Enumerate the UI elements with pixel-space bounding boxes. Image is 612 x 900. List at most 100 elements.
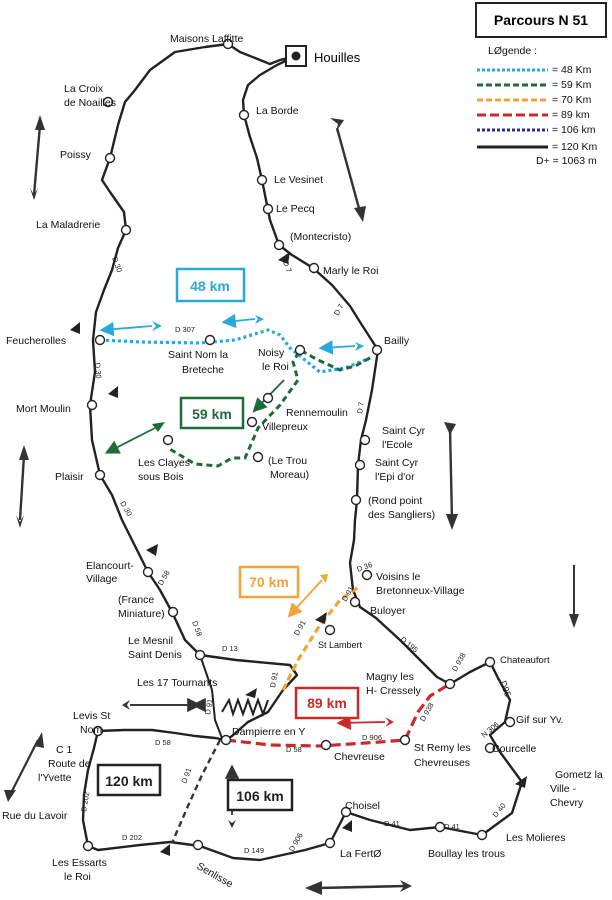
label-buloyer: Buloyer xyxy=(370,605,406,617)
label-mort-moulin: Mort Moulin xyxy=(16,403,71,415)
label-la-borde: La Borde xyxy=(256,105,299,117)
label-france-2: Miniature) xyxy=(118,608,165,620)
label-trou-2: Moreau) xyxy=(270,469,309,481)
road-label: D 41 xyxy=(444,822,460,831)
label-rennemoulin: Rennemoulin xyxy=(286,407,348,419)
road-label: D 58 xyxy=(156,569,172,587)
legend: LØgende : = 48 Km = 59 Km = 70 Km = 89 k… xyxy=(477,45,597,167)
d91-road xyxy=(199,654,227,741)
label-pecq: Le Pecq xyxy=(276,203,315,215)
label-st-cyr-epi-1: Saint Cyr xyxy=(375,457,419,469)
title-box xyxy=(475,2,607,38)
label-trou-1: (Le Trou xyxy=(268,455,307,467)
label-st-cyr-ecole-2: l'Ecole xyxy=(382,439,413,451)
label-vesinet: Le Vesinet xyxy=(274,174,323,186)
label-st-cyr-epi-2: l'Epi d'or xyxy=(375,471,415,483)
label-st-lambert: St Lambert xyxy=(318,640,363,650)
label-senlisse: Senlisse xyxy=(195,860,236,890)
label-essarts-2: le Roi xyxy=(64,871,91,883)
label-ferte: La FertØ xyxy=(340,848,381,860)
label-saint-nom-2: Breteche xyxy=(182,364,224,376)
label-lavoir: Rue du Lavoir xyxy=(2,810,68,822)
legend-elevation: D+ = 1063 m xyxy=(536,155,597,167)
label-magny-2: H- Cressely xyxy=(366,685,422,697)
label-maisons-laffitte: Maisons Laffitte xyxy=(170,33,244,45)
legend-106: = 106 km xyxy=(552,124,596,136)
legend-70: = 70 Km xyxy=(552,94,592,106)
road-label: D 7 xyxy=(281,260,293,274)
town-markers xyxy=(82,38,516,852)
label-noisy-2: le Roi xyxy=(262,361,289,373)
label-mesnil-1: Le Mesnil xyxy=(128,635,173,647)
route-48-line xyxy=(99,328,371,374)
box-59: 59 km xyxy=(192,406,232,422)
legend-89: = 89 km xyxy=(552,109,590,121)
label-gometz-3: Chevry xyxy=(550,797,584,809)
map-title: Parcours N 51 xyxy=(494,12,588,28)
route-59-line xyxy=(167,347,371,468)
label-voisins-2: Bretonneux-Village xyxy=(376,585,465,597)
legend-120: = 120 Km xyxy=(552,141,597,153)
box-48: 48 km xyxy=(190,278,230,294)
label-noisy-1: Noisy xyxy=(258,347,285,359)
label-boullay: Boullay les trous xyxy=(428,848,505,860)
big-arrows xyxy=(4,115,579,895)
label-elancourt-1: Elancourt- xyxy=(86,560,134,572)
label-st-cyr-ecole-1: Saint Cyr xyxy=(382,425,426,437)
label-molieres: Les Molieres xyxy=(506,832,566,844)
box-106: 106 km xyxy=(236,788,283,804)
label-c1-2: Route de xyxy=(48,758,91,770)
road-label: D 41 xyxy=(384,819,400,828)
road-label: D 91 xyxy=(268,671,280,688)
label-france-1: (France xyxy=(118,594,154,606)
label-courcelle: Courcelle xyxy=(492,743,537,755)
legend-48: = 48 Km xyxy=(552,64,592,76)
tournants-zigzag xyxy=(221,697,269,718)
label-bailly: Bailly xyxy=(384,335,410,347)
road-label: D 307 xyxy=(175,325,195,334)
label-sangliers-2: des Sangliers) xyxy=(368,509,435,521)
label-plaisir: Plaisir xyxy=(55,471,84,483)
box-89: 89 km xyxy=(307,695,347,711)
road-label: D 58 xyxy=(190,620,204,638)
distance-boxes: 48 km 59 km 70 km 89 km 120 km 106 km xyxy=(96,267,360,812)
label-elancourt-2: Village xyxy=(86,573,117,585)
label-saint-nom-1: Saint Nom la xyxy=(168,349,228,361)
label-tournants: Les 17 Tournants xyxy=(137,677,217,689)
label-gometz-1: Gometz la xyxy=(555,769,603,781)
label-chateaufort: Chateaufort xyxy=(500,655,550,666)
road-label: D 7 xyxy=(355,401,366,414)
label-chevreuse: Chevreuse xyxy=(334,751,385,763)
label-st-remy-1: St Remy les xyxy=(414,742,471,754)
road-label: D 195 xyxy=(399,635,420,655)
road-label: D 91 xyxy=(292,619,308,637)
road-label: D 13 xyxy=(222,644,238,653)
route-70-line xyxy=(281,584,361,691)
road-label: D95 xyxy=(498,679,513,698)
label-feucherolles: Feucherolles xyxy=(6,335,66,347)
box-120: 120 km xyxy=(105,773,152,789)
label-levis-2: Nom xyxy=(80,724,102,736)
road-label: D 202 xyxy=(79,791,91,812)
label-magny-1: Magny les xyxy=(366,671,414,683)
label-gif: Gif sur Yv. xyxy=(516,714,563,726)
label-dampierre: Dampierre en Y xyxy=(232,726,305,738)
label-c1-3: l'Yvette xyxy=(38,772,72,784)
label-levis-1: Levis St xyxy=(73,710,110,722)
label-st-remy-2: Chevreuses xyxy=(414,757,470,769)
road-label: D 938 xyxy=(418,701,436,723)
road-label: D 149 xyxy=(244,846,264,855)
label-montecristo: (Montecristo) xyxy=(290,231,351,243)
road-label: D 91 xyxy=(203,698,215,715)
label-clayes-1: Les Clayes xyxy=(138,457,190,469)
label-c1-1: C 1 xyxy=(56,744,73,756)
road-label: D 30 xyxy=(93,362,103,379)
route-106-line xyxy=(170,739,222,844)
label-croix-2: de Noailles xyxy=(64,97,116,109)
road-label: D 906 xyxy=(362,733,382,742)
start-label: Houilles xyxy=(314,50,361,65)
label-mesnil-2: Saint Denis xyxy=(128,649,182,661)
label-gometz-2: Ville - xyxy=(550,783,577,795)
